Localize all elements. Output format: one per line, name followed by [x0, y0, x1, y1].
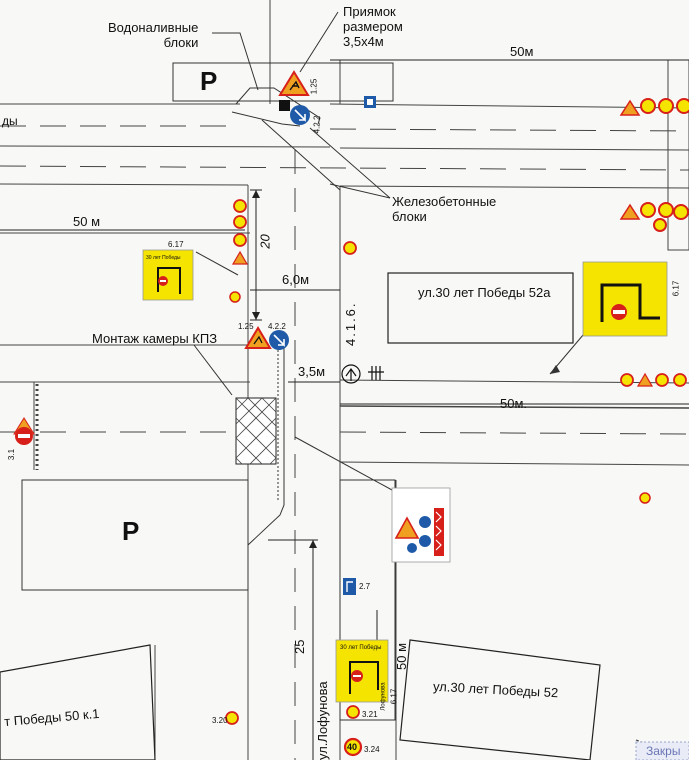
detour-side-bottom: Лофунова: [380, 682, 387, 711]
sign-code-31-left: 3.1: [7, 448, 17, 461]
arrow-head-52a: [550, 365, 560, 374]
sign-stack-top-right: [619, 98, 689, 232]
detour-sign-bottom: [335, 639, 389, 703]
sign-code-320: 3.20: [212, 716, 228, 725]
dim-left-edge: ды: [2, 114, 18, 128]
dim-arrow-25: [309, 540, 317, 548]
sign-code-321: 3.21: [362, 710, 378, 719]
dim-vertical-25: 25: [292, 639, 307, 654]
stamp: [635, 741, 689, 760]
dim-vertical-20: 20: [257, 234, 273, 249]
sign-code-125-top: 1.25: [309, 78, 319, 95]
sign-code-422-top: 4.2.2: [312, 115, 322, 134]
sign-group-bottom: [391, 487, 451, 563]
marking-code-label: 4.1.6.: [343, 301, 358, 346]
dim-width-35: 3,5м: [298, 364, 326, 379]
detour-text-left: 30 лет Победы: [146, 255, 181, 261]
sign-code-617-right: 6.17: [671, 280, 681, 297]
sign-code-617-left: 6.17: [168, 240, 184, 249]
label-pit: Приямок размером 3,5х4м: [343, 4, 403, 49]
label-camera-mount: Монтаж камеры КПЗ: [92, 331, 218, 346]
street-lofunova-label: ул.Лофунова: [315, 681, 330, 760]
building-52-outline: [399, 639, 601, 760]
road-middle: [0, 232, 689, 466]
detour-text-bottom: 30 лет Победы: [340, 645, 382, 651]
camera-mount-area: [235, 397, 277, 465]
info-sign-bottom: [343, 578, 356, 595]
sign-stack-right-mid: [620, 372, 687, 504]
roadworks-warning-sign-top: [278, 70, 310, 96]
road-top: [0, 103, 689, 189]
parking-bottom-box: [21, 479, 249, 591]
dim-width-6: 6,0м: [282, 272, 310, 287]
dim-arrow-20-top: [252, 190, 260, 198]
building-52a-label: ул.30 лет Победы 52а: [418, 285, 551, 300]
speed-40-bottom: 40: [347, 742, 358, 752]
dim-bottom-vertical: 50 м: [394, 642, 409, 670]
detour-sign-right: [582, 261, 668, 337]
dim-top-right: 50м: [510, 44, 534, 59]
building-50-outline: [0, 644, 156, 760]
info-sign-top: [364, 96, 376, 108]
sign-column-left: [229, 199, 357, 303]
dim-arrow-20-bottom: [252, 312, 260, 320]
roadworks-warning-sign-mid: [244, 326, 272, 349]
turn-marking-symbol: [341, 364, 384, 384]
building-52a-outline: [387, 272, 574, 344]
label-concrete-blocks: Железобетонные блоки: [392, 194, 497, 224]
sign-code-27: 2.7: [359, 582, 371, 591]
parking-bottom-label: P: [122, 516, 140, 546]
work-zone-fence: [247, 345, 285, 546]
parking-right-strip: [339, 479, 396, 721]
pit-marker: [279, 100, 290, 111]
no-entry-sign-left: [13, 384, 39, 470]
stamp-text: Закры: [646, 744, 681, 758]
keep-right-sign-top: [290, 105, 310, 125]
keep-right-sign-mid: [269, 330, 289, 350]
sign-code-422-mid: 4.2.2: [268, 322, 286, 331]
dim-left-mid: 50 м: [73, 214, 101, 229]
parking-top-label: P: [200, 66, 218, 96]
sign-code-324: 3.24: [364, 745, 380, 754]
detour-sign-left: [142, 249, 194, 301]
sign-code-125-mid: 1.25: [238, 322, 254, 331]
concrete-blocks: [231, 87, 341, 191]
label-water-blocks: Водоналивные блоки: [108, 20, 199, 50]
dim-right-mid: 50м.: [500, 396, 528, 411]
sign-column-bottom: [225, 705, 363, 757]
